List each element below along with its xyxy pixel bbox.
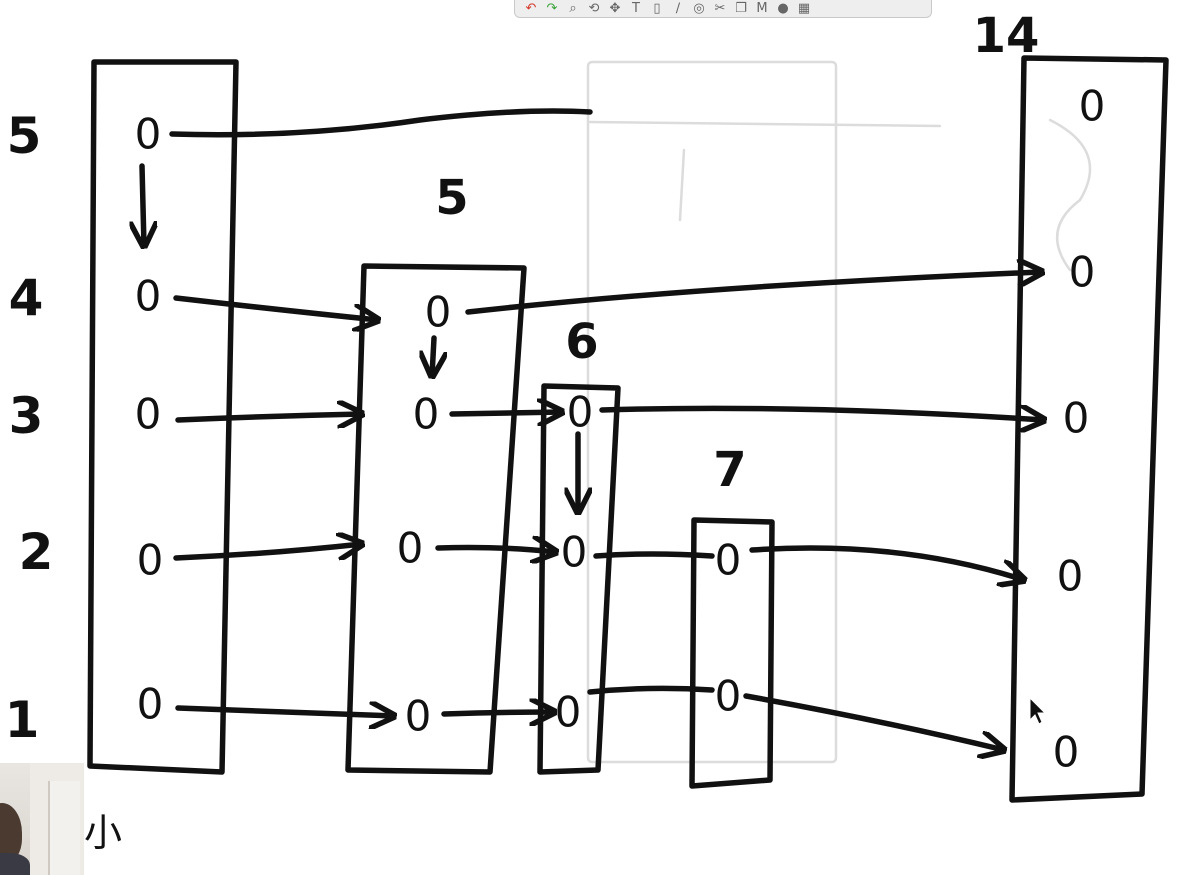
column-label-14: 14 <box>973 8 1040 64</box>
column-box-left <box>87 59 239 775</box>
stamp-icon[interactable]: ◎ <box>693 0 705 16</box>
pen-icon[interactable]: ∕ <box>675 0 681 16</box>
color-wheel-icon[interactable]: ● <box>777 0 789 16</box>
row-label-1: 1 <box>5 691 40 749</box>
node-col14-1: 0 <box>1053 728 1080 777</box>
row-label-3: 3 <box>9 387 44 445</box>
node-col14-2: 0 <box>1057 552 1084 601</box>
column-box-6 <box>537 383 621 775</box>
node-col5-2: 0 <box>397 524 424 573</box>
node-left-1: 0 <box>137 680 164 729</box>
node-col5-3: 0 <box>413 390 440 439</box>
arrow-col5-4-to-col14 <box>465 272 1042 315</box>
arrow-left-3-to-col5 <box>175 414 362 420</box>
node-col7-1: 0 <box>715 672 742 721</box>
node-col6-1: 0 <box>555 688 582 737</box>
arrow-left-5-to-4 <box>142 163 144 246</box>
row-label-5: 5 <box>7 107 42 165</box>
arrow-col7-1-to-col14 <box>743 693 1004 750</box>
arrow-left-1-to-col5 <box>175 708 394 716</box>
drawing-toolbar: ↶ ↷ ⌕ ⟲ ✥ T ▯ ∕ ◎ ✂ ❐ M ● ▦ <box>514 0 932 18</box>
copy-icon[interactable]: ❐ <box>735 0 747 16</box>
node-col14-4: 0 <box>1069 248 1096 297</box>
node-left-4: 0 <box>135 272 162 321</box>
node-col6-3: 0 <box>567 388 594 437</box>
arrow-col5-4-to-3 <box>432 335 434 376</box>
column-label-5: 5 <box>435 170 468 226</box>
line-left-5-to-right <box>169 108 593 138</box>
move-icon[interactable]: ✥ <box>609 0 621 16</box>
node-left-2: 0 <box>137 536 164 585</box>
zoom-icon[interactable]: ⌕ <box>569 0 577 16</box>
node-col14-3: 0 <box>1063 394 1090 443</box>
lasso-icon[interactable]: ⟲ <box>588 0 600 16</box>
line-col6-1-to-col7 <box>587 685 715 695</box>
image-icon[interactable]: M <box>756 0 768 16</box>
arrow-col5-2-to-col6 <box>435 548 556 553</box>
column-label-6: 6 <box>565 314 598 370</box>
arrow-col6-3-to-col14 <box>599 408 1044 420</box>
node-left-3: 0 <box>135 390 162 439</box>
arrow-left-4-to-col5 <box>173 295 378 320</box>
arrow-col5-1-to-col6 <box>441 712 554 714</box>
arrow-col7-2-to-col14 <box>749 545 1024 580</box>
redo-icon[interactable]: ↷ <box>546 0 558 16</box>
webcam-overlay <box>0 763 84 875</box>
row-label-2: 2 <box>19 523 54 581</box>
column-box-14 <box>1009 55 1169 803</box>
node-col6-2: 0 <box>561 528 588 577</box>
node-col7-2: 0 <box>715 536 742 585</box>
text-icon[interactable]: T <box>632 0 640 16</box>
column-label-7: 7 <box>713 442 746 498</box>
mouse-cursor-icon <box>1029 696 1047 725</box>
line-col6-2-to-col7 <box>593 551 715 559</box>
undo-icon[interactable]: ↶ <box>525 0 537 16</box>
handwritten-caption: 小 <box>84 811 123 855</box>
column-box-7 <box>689 517 775 789</box>
settings-icon[interactable]: ▦ <box>797 0 811 16</box>
column-box-5 <box>345 263 527 775</box>
arrow-left-2-to-col5 <box>173 544 362 561</box>
row-label-4: 4 <box>9 269 44 327</box>
presenter-avatar <box>0 803 22 863</box>
node-col5-4: 0 <box>425 288 452 337</box>
arrow-col5-3-to-col6 <box>449 412 562 414</box>
node-left-5: 0 <box>135 110 162 159</box>
node-col14-top: 0 <box>1079 82 1106 131</box>
swap-icon[interactable]: ✂ <box>714 0 726 16</box>
node-col5-1: 0 <box>405 692 432 741</box>
shape-icon[interactable]: ▯ <box>653 0 661 16</box>
